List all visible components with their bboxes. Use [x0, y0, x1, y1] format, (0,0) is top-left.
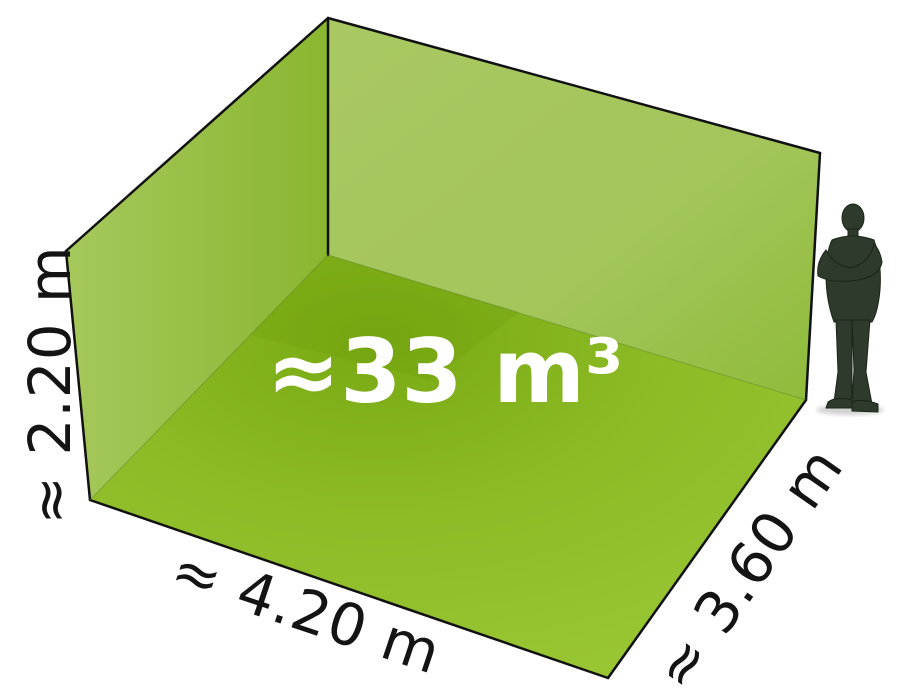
- volume-label: ≈33 m³: [266, 320, 623, 423]
- height-label: ≈ 2.20 m: [16, 245, 84, 524]
- floor-shadow: [250, 255, 520, 380]
- floor: [90, 255, 806, 678]
- person-silhouette-icon: [816, 203, 884, 415]
- left-wall: [66, 18, 328, 500]
- back-wall: [328, 18, 820, 400]
- room-edges: [64, 16, 822, 680]
